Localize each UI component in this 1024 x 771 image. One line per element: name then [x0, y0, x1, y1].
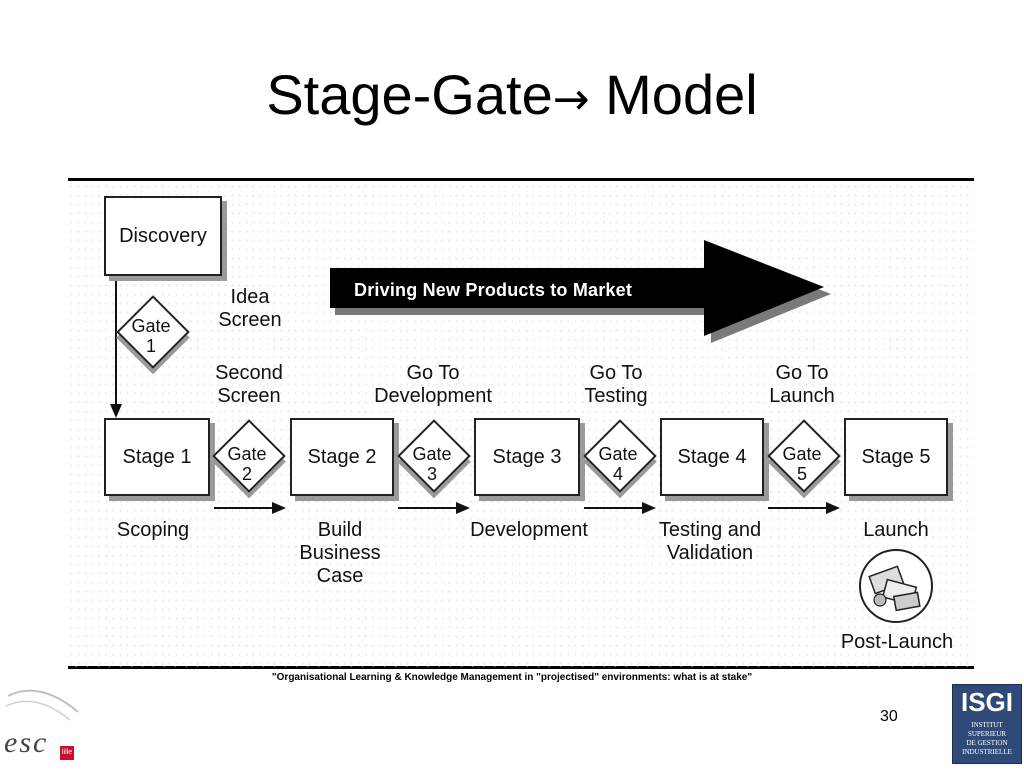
- isgi-logo: ISGI INSTITUT SUPERIEUR DE GESTION INDUS…: [952, 684, 1022, 764]
- discovery-arrowhead: [110, 404, 122, 418]
- gate-4-caption-line1: Go To: [589, 362, 643, 384]
- gate-2-label: Gate 2: [212, 444, 282, 484]
- stage-3-name-line1: Development: [470, 519, 588, 541]
- esc-logo: esc lille: [0, 686, 90, 766]
- gate-5-line2: 5: [796, 464, 807, 484]
- diagram-connectors: [110, 240, 933, 623]
- gate-3-label: Gate 3: [397, 444, 467, 484]
- top-rule: [68, 178, 974, 181]
- gate-3-caption-line2: Development: [374, 385, 492, 407]
- stage-1-name-line1: Scoping: [116, 519, 190, 541]
- stage-2-name-line2: Business: [299, 542, 381, 564]
- isgi-logo-subtitle: INSTITUT SUPERIEUR DE GESTION INDUSTRIEL…: [955, 721, 1019, 757]
- flow-arrowhead-2: [456, 502, 470, 514]
- stage-2-name-line1: Build: [317, 519, 363, 541]
- money-icon: [859, 549, 933, 623]
- flow-arrowhead-3: [642, 502, 656, 514]
- gate-1-label: Gate 1: [116, 316, 186, 356]
- gate-4-label: Gate 4: [583, 444, 653, 484]
- stage-gate-diagram: Driving New Products to Market Discovery…: [68, 182, 974, 668]
- post-launch-label: Post-Launch: [840, 631, 954, 653]
- stage-1-box: Stage 1: [104, 418, 210, 496]
- gate-4-line2: 4: [612, 464, 623, 484]
- gate-2-caption-line2: Screen: [217, 385, 281, 407]
- stage-3-label: Stage 3: [492, 445, 562, 468]
- slide-title: Stage-Gate→ Model: [0, 62, 1024, 127]
- stage-5-name: Launch: [838, 519, 954, 542]
- stage-4-name-line2: Validation: [666, 542, 754, 564]
- gate-5-label: Gate 5: [767, 444, 837, 484]
- stage-4-box: Stage 4: [660, 418, 764, 496]
- title-suffix: Model: [589, 63, 758, 126]
- gate-2-line2: 2: [241, 464, 252, 484]
- gate-3-caption-line1: Go To: [406, 362, 460, 384]
- stage-5-box: Stage 5: [844, 418, 948, 496]
- gate-5-caption-line1: Go To: [775, 362, 829, 384]
- gate-3-line2: 3: [426, 464, 437, 484]
- gate-3-caption: Go To Development: [358, 362, 508, 408]
- stage-2-name-line3: Case: [316, 565, 364, 587]
- stage-1-name: Scoping: [98, 519, 208, 542]
- gate-3-line1: Gate: [412, 444, 452, 464]
- stage-4-label: Stage 4: [677, 445, 747, 468]
- gate-1-line2: 1: [145, 336, 156, 356]
- flow-arrowhead-4: [826, 502, 840, 514]
- stage-4-name-line1: Testing and: [658, 519, 762, 541]
- banner-arrow-body: [330, 240, 824, 336]
- gate-2-line1: Gate: [227, 444, 267, 464]
- esc-logo-mark: [5, 689, 79, 760]
- discovery-box: Discovery: [104, 196, 222, 276]
- gate-2-caption: Second Screen: [196, 362, 302, 408]
- gate-5-caption-line2: Launch: [769, 385, 835, 407]
- isgi-sub-line1: INSTITUT: [971, 721, 1003, 729]
- stage-2-box: Stage 2: [290, 418, 394, 496]
- stage-3-box: Stage 3: [474, 418, 580, 496]
- footer-quote: "Organisational Learning & Knowledge Man…: [271, 672, 753, 683]
- gate-1-line1: Gate: [131, 316, 171, 336]
- stage-4-name: Testing and Validation: [638, 519, 782, 565]
- idea-screen-label: Idea Screen: [208, 286, 292, 332]
- banner-label: Driving New Products to Market: [354, 280, 633, 300]
- stage-2-name: Build Business Case: [282, 519, 398, 588]
- gate-4-line1: Gate: [598, 444, 638, 464]
- gate-4-caption: Go To Testing: [566, 362, 666, 408]
- isgi-sub-line4: INDUSTRIELLE: [962, 748, 1012, 756]
- esc-logo-tag: lille: [62, 749, 73, 756]
- idea-screen-line2: Screen: [218, 309, 282, 331]
- gate-2-caption-line1: Second: [215, 362, 283, 384]
- isgi-sub-line3: DE GESTION: [966, 739, 1008, 747]
- gate-4-caption-line2: Testing: [584, 385, 648, 407]
- stage-2-label: Stage 2: [307, 445, 377, 468]
- title-arrow: →: [552, 74, 590, 125]
- isgi-sub-line2: SUPERIEUR: [967, 730, 1007, 738]
- flow-arrowhead-1: [272, 502, 286, 514]
- isgi-logo-text: ISGI: [960, 687, 1013, 717]
- idea-screen-line1: Idea: [230, 286, 270, 308]
- gate-5-line1: Gate: [782, 444, 822, 464]
- stage-1-label: Stage 1: [122, 445, 192, 468]
- page-number: 30: [880, 708, 898, 725]
- title-prefix: Stage-Gate: [266, 63, 553, 126]
- esc-logo-text: esc: [4, 726, 49, 759]
- stage-5-name-line1: Launch: [863, 519, 929, 541]
- stage-5-label: Stage 5: [861, 445, 931, 468]
- gate-5-caption: Go To Launch: [754, 362, 850, 408]
- stage-3-name: Development: [454, 519, 604, 542]
- discovery-label: Discovery: [119, 224, 207, 247]
